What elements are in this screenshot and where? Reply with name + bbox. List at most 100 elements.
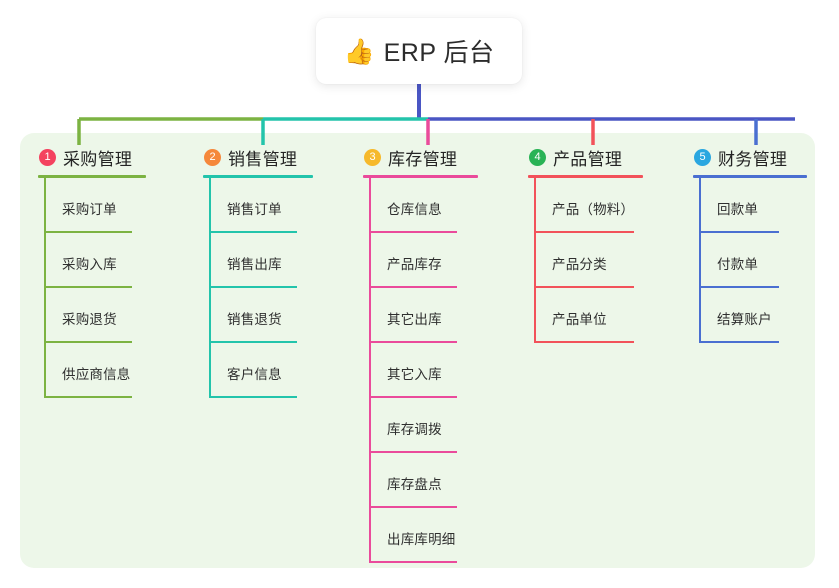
branch-item-label: 产品单位 (552, 312, 607, 327)
branch-underline (693, 175, 807, 178)
branch-number-badge: 1 (39, 148, 56, 166)
branch-item-underline (699, 231, 779, 233)
branch-item-underline (369, 561, 457, 563)
branch-item[interactable]: 产品分类 (528, 233, 643, 288)
branch-column-5: 5 财务管理回款单付款单结算账户 (693, 145, 807, 343)
branch-item-underline (369, 231, 457, 233)
branch-item[interactable]: 库存盘点 (363, 453, 478, 508)
branch-item[interactable]: 其它入库 (363, 343, 478, 398)
branch-item-underline (209, 231, 297, 233)
branch-item-underline (534, 286, 634, 288)
branch-item[interactable]: 采购退货 (38, 288, 146, 343)
branch-item-label: 采购退货 (62, 312, 117, 327)
branch-item[interactable]: 仓库信息 (363, 178, 478, 233)
branch-item[interactable]: 出库库明细 (363, 508, 478, 563)
branch-item-underline (699, 286, 779, 288)
branch-item-underline (369, 506, 457, 508)
branch-title: 产品管理 (553, 149, 623, 169)
branch-number-badge: 2 (204, 148, 221, 166)
branch-column-3: 3 库存管理仓库信息产品库存其它出库其它入库库存调拨库存盘点出库库明细 (363, 145, 478, 563)
diagram-background-panel (20, 133, 815, 568)
branch-item[interactable]: 采购入库 (38, 233, 146, 288)
branch-underline (528, 175, 643, 178)
branch-spine (534, 178, 536, 343)
branch-item-underline (369, 286, 457, 288)
branch-item-underline (44, 231, 132, 233)
branch-item-label: 采购订单 (62, 202, 117, 217)
branch-number-badge: 3 (364, 148, 381, 166)
branch-item[interactable]: 结算账户 (693, 288, 807, 343)
branch-item-label: 采购入库 (62, 257, 117, 272)
thumbs-up-icon: 👍 (343, 37, 375, 66)
branch-item-underline (369, 451, 457, 453)
branch-item[interactable]: 库存调拨 (363, 398, 478, 453)
branch-items: 产品（物料） 产品分类产品单位 (528, 178, 643, 343)
branch-item[interactable]: 产品（物料） (528, 178, 643, 233)
branch-item-label: 付款单 (717, 257, 759, 272)
branch-item-underline (534, 341, 634, 343)
branch-title: 采购管理 (63, 149, 133, 169)
branch-item[interactable]: 回款单 (693, 178, 807, 233)
branch-item-underline (369, 341, 457, 343)
branch-item-underline (44, 396, 132, 398)
branch-item-underline (534, 231, 634, 233)
branch-underline (203, 175, 313, 178)
branch-item-label: 回款单 (717, 202, 759, 217)
branch-item-label: 销售订单 (227, 202, 282, 217)
branch-item-label: 产品（物料） (552, 202, 635, 217)
branch-item[interactable]: 销售订单 (203, 178, 313, 233)
branch-item-label: 销售出库 (227, 257, 282, 272)
branch-item-label: 其它入库 (387, 367, 442, 382)
branch-item-label: 供应商信息 (62, 367, 131, 382)
branch-underline (363, 175, 478, 178)
branch-items: 采购订单采购入库采购退货供应商信息 (38, 178, 146, 398)
branch-item-label: 库存盘点 (387, 477, 442, 492)
branch-item[interactable]: 付款单 (693, 233, 807, 288)
branch-header-1[interactable]: 1 采购管理 (38, 145, 146, 169)
branch-item[interactable]: 客户信息 (203, 343, 313, 398)
branch-items: 销售订单销售出库销售退货客户信息 (203, 178, 313, 398)
branch-item[interactable]: 采购订单 (38, 178, 146, 233)
branch-item-underline (209, 286, 297, 288)
branch-item-label: 出库库明细 (387, 532, 456, 547)
branch-items: 回款单付款单结算账户 (693, 178, 807, 343)
branch-item-label: 仓库信息 (387, 202, 442, 217)
branch-item-underline (209, 341, 297, 343)
branch-title: 财务管理 (718, 149, 788, 169)
branch-item-underline (369, 396, 457, 398)
branch-spine (699, 178, 701, 343)
branch-item-label: 结算账户 (717, 312, 772, 327)
branch-column-1: 1 采购管理采购订单采购入库采购退货供应商信息 (38, 145, 146, 398)
branch-spine (369, 178, 371, 563)
branch-item[interactable]: 供应商信息 (38, 343, 146, 398)
branch-item[interactable]: 销售出库 (203, 233, 313, 288)
branch-underline (38, 175, 146, 178)
branch-header-5[interactable]: 5 财务管理 (693, 145, 807, 169)
root-node-card[interactable]: 👍 ERP 后台 (316, 18, 522, 84)
branch-item[interactable]: 产品单位 (528, 288, 643, 343)
branch-header-4[interactable]: 4 产品管理 (528, 145, 643, 169)
branch-header-3[interactable]: 3 库存管理 (363, 145, 478, 169)
branch-spine (209, 178, 211, 398)
branch-item-label: 客户信息 (227, 367, 282, 382)
branch-column-4: 4 产品管理产品（物料） 产品分类产品单位 (528, 145, 643, 343)
branch-number-badge: 5 (694, 148, 711, 166)
branch-item-underline (209, 396, 297, 398)
branch-item-label: 产品分类 (552, 257, 607, 272)
branch-item-underline (699, 341, 779, 343)
branch-items: 仓库信息产品库存其它出库其它入库库存调拨库存盘点出库库明细 (363, 178, 478, 563)
branch-item-underline (44, 286, 132, 288)
branch-column-2: 2 销售管理销售订单销售出库销售退货客户信息 (203, 145, 313, 398)
branch-item-label: 其它出库 (387, 312, 442, 327)
branch-header-2[interactable]: 2 销售管理 (203, 145, 313, 169)
branch-item[interactable]: 销售退货 (203, 288, 313, 343)
branch-title: 库存管理 (388, 149, 458, 169)
branch-item[interactable]: 其它出库 (363, 288, 478, 343)
branch-title: 销售管理 (228, 149, 298, 169)
branch-item[interactable]: 产品库存 (363, 233, 478, 288)
branch-item-underline (44, 341, 132, 343)
branch-spine (44, 178, 46, 398)
branch-number-badge: 4 (529, 148, 546, 166)
branch-item-label: 销售退货 (227, 312, 282, 327)
